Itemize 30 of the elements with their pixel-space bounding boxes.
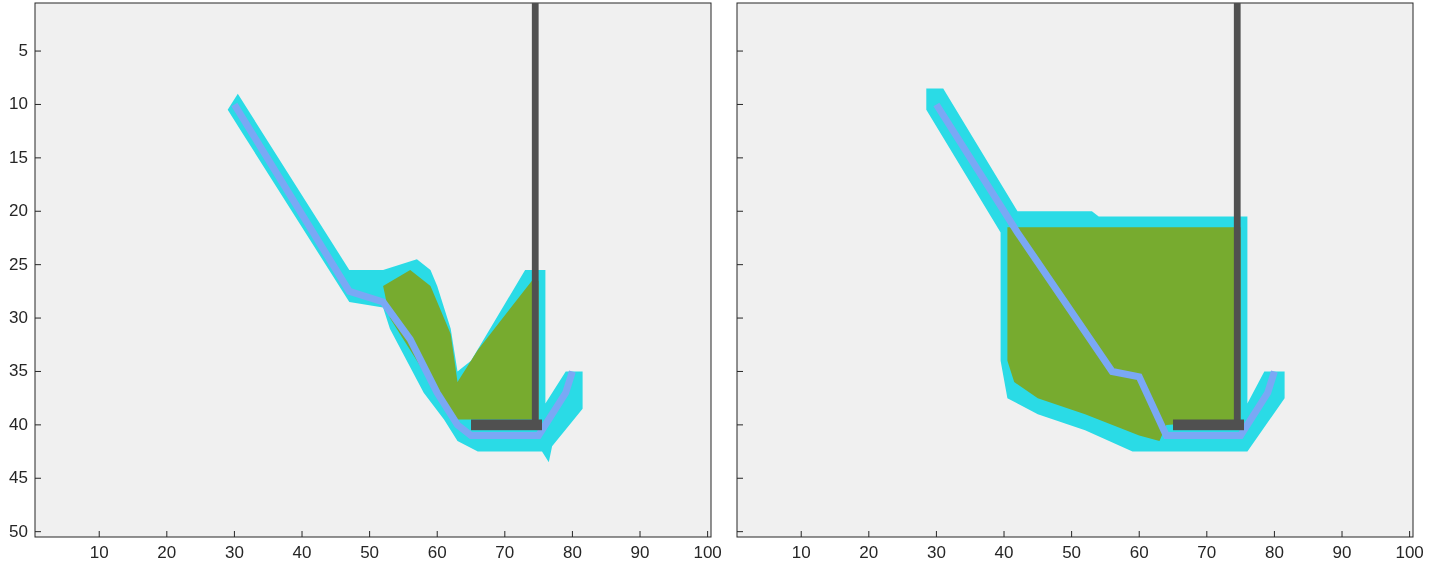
tick-label: 10 [9,94,28,115]
tick-label: 50 [1062,543,1082,563]
tick-label: 40 [292,543,312,563]
tick-label: 90 [630,543,650,563]
tick-label: 20 [157,543,177,563]
tick-label: 5 [18,41,28,62]
tick-label: 80 [562,543,582,563]
tick-label: 15 [9,147,28,168]
tick-label: 30 [224,543,244,563]
tick-label: 25 [9,254,28,275]
tick-label: 50 [360,543,380,563]
tick-label: 20 [9,201,28,222]
tick-label: 35 [9,361,28,382]
tick-label: 10 [89,543,109,563]
tick-label: 40 [9,414,28,435]
tick-label: 80 [1264,543,1284,563]
tick-label: 45 [9,468,28,489]
tick-label: 30 [926,543,946,563]
tick-label: 90 [1332,543,1352,563]
tick-label: 50 [9,521,28,542]
tick-label: 60 [427,543,447,563]
tick-label: 20 [859,543,879,563]
tick-label: 60 [1129,543,1149,563]
tick-label: 30 [9,308,28,329]
tick-label: 100 [1395,543,1424,563]
tick-label: 70 [495,543,515,563]
tick-label: 10 [791,543,811,563]
tick-label: 100 [693,543,722,563]
tick-label: 70 [1197,543,1217,563]
tick-label: 40 [994,543,1014,563]
